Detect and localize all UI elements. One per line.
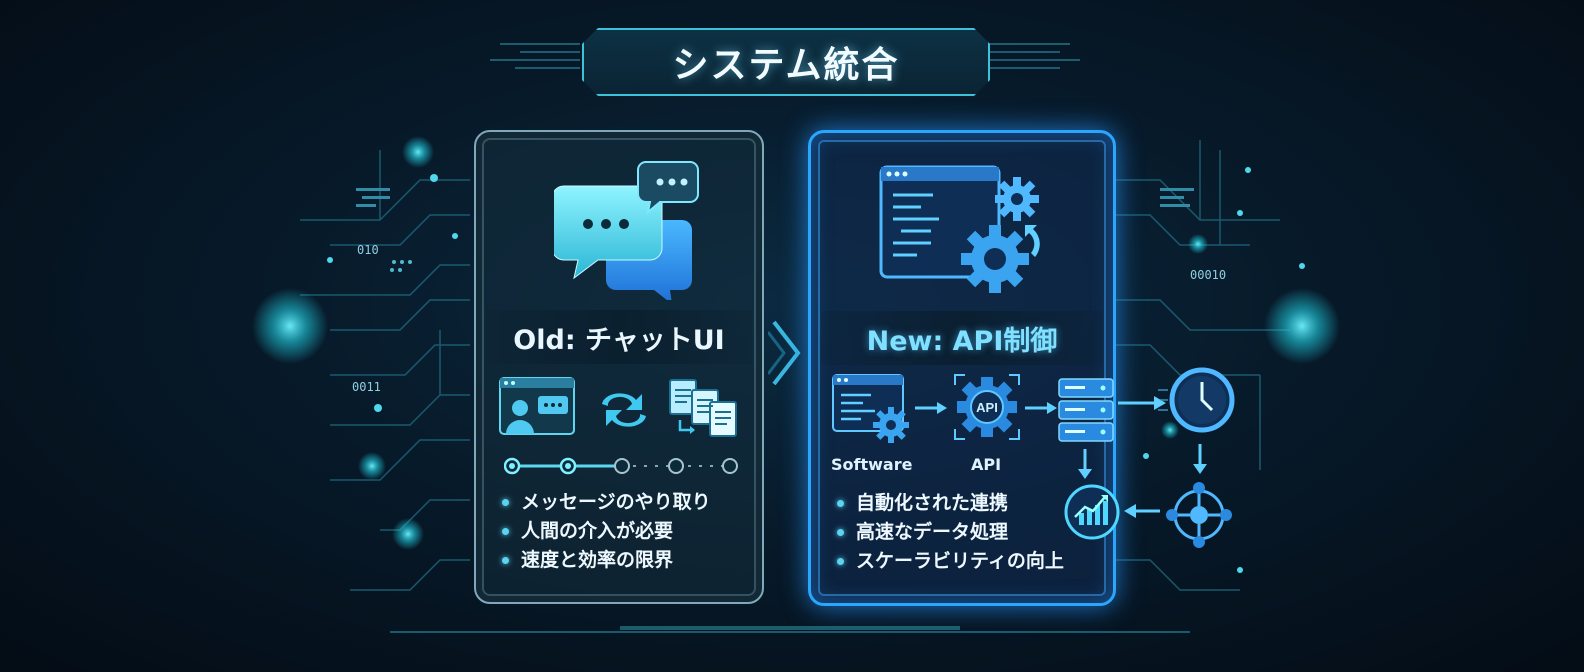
list-item: 高速なデータ処理 — [829, 518, 1064, 547]
new-heading-bar: New: API制御 — [821, 311, 1103, 365]
left-circuit-lines — [300, 150, 470, 591]
bullet-text: スケーラビリティの向上 — [856, 550, 1064, 572]
arrow-right-icon — [1025, 402, 1057, 414]
arrow-left-icon — [1124, 504, 1160, 518]
list-item: 自動化された連携 — [829, 489, 1064, 518]
arrow-down-icon — [1078, 449, 1092, 479]
glow-node — [1161, 421, 1179, 439]
arrow-right-icon — [915, 402, 947, 414]
glow-node — [358, 452, 386, 480]
page-title: システム統合 — [672, 45, 900, 86]
bullet-dot — [837, 529, 844, 536]
binary-text: 010 — [357, 243, 379, 257]
code-window-gear-icon — [879, 165, 1040, 293]
api-badge-text: API — [976, 400, 998, 415]
old-bullet-list: メッセージのやり取り 人間の介入が必要 速度と効率の限界 — [494, 488, 711, 575]
network-hub-icon — [1166, 482, 1232, 548]
user-chat-window-icon — [499, 377, 575, 435]
bullet-dot — [837, 558, 844, 565]
old-heading-bar: Old: チャットUI — [486, 310, 752, 364]
bullet-dot — [502, 499, 509, 506]
chevron-right-icon — [768, 320, 801, 386]
small-nodes — [327, 167, 1305, 573]
server-icon — [1058, 378, 1114, 442]
right-circuit-lines — [1114, 140, 1290, 591]
decor-dots — [390, 260, 412, 272]
clock-icon — [1158, 367, 1235, 433]
old-heading: Old: チャットUI — [513, 324, 725, 356]
progress-steps — [504, 457, 738, 475]
documents-icon — [669, 379, 737, 437]
old-panel: Old: チャットUI — [474, 130, 764, 604]
right-glow-orb — [1264, 288, 1340, 364]
bullet-text: メッセージのやり取り — [521, 491, 711, 513]
growth-chart-icon — [1064, 484, 1120, 540]
bullet-text: 人間の介入が必要 — [521, 520, 674, 542]
list-item: スケーラビリティの向上 — [829, 547, 1064, 576]
bullet-text: 高速なデータ処理 — [856, 521, 1009, 543]
new-bullet-list: 自動化された連携 高速なデータ処理 スケーラビリティの向上 — [829, 489, 1064, 576]
bottom-glow-bar — [620, 626, 960, 630]
glow-node — [402, 136, 434, 168]
binary-text: 0011 — [352, 380, 381, 394]
list-item: 人間の介入が必要 — [494, 517, 711, 546]
api-label: API — [971, 455, 1002, 474]
title-plate: システム統合 — [582, 28, 990, 96]
glow-node — [392, 518, 424, 550]
left-glow-orb — [252, 288, 328, 364]
new-panel: New: API制御 API — [808, 130, 1120, 606]
arrow-down-icon — [1193, 444, 1207, 474]
bullet-text: 速度と効率の限界 — [521, 549, 674, 571]
bullet-dot — [502, 528, 509, 535]
decor-code-lines — [356, 188, 1194, 207]
sync-arrows-icon — [602, 393, 646, 427]
bullet-dot — [837, 500, 844, 507]
api-gear-icon: API — [954, 374, 1020, 440]
new-heading: New: API制御 — [866, 325, 1058, 357]
list-item: メッセージのやり取り — [494, 488, 711, 517]
bullet-dot — [502, 557, 509, 564]
software-gear-icon — [832, 374, 909, 443]
bullet-text: 自動化された連携 — [856, 492, 1009, 514]
software-label: Software — [831, 455, 913, 474]
binary-text: 00010 — [1190, 268, 1227, 282]
arrow-right-icon — [1118, 396, 1166, 410]
chat-bubbles-icon — [554, 161, 699, 300]
list-item: 速度と効率の限界 — [494, 546, 711, 575]
glow-node — [1188, 234, 1208, 254]
title-rails — [490, 43, 1080, 69]
